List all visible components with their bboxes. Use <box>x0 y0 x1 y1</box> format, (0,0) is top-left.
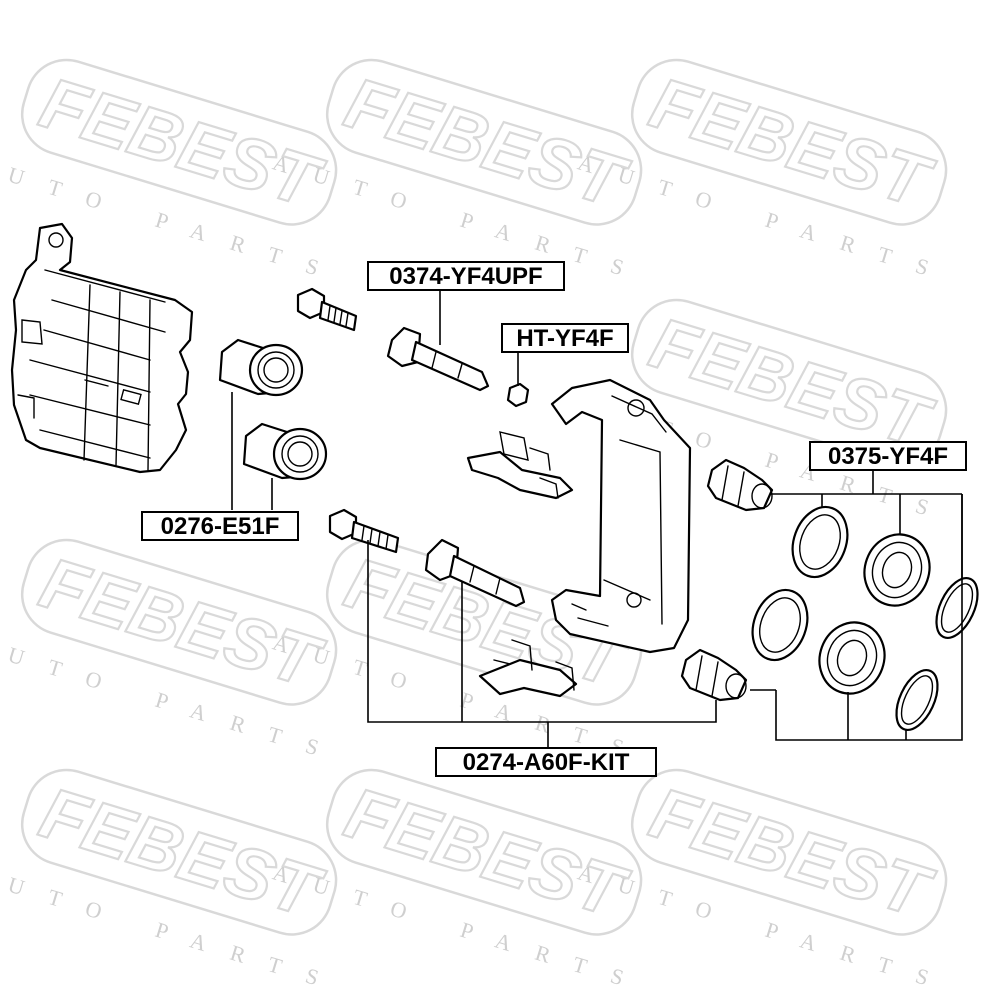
watermark-outline <box>630 298 948 466</box>
watermark-outline <box>325 58 643 226</box>
label-0276-e51f: 0276-E51F <box>141 511 299 541</box>
label-box <box>367 261 565 291</box>
label-0374-yf4upf: 0374-YF4UPF <box>367 261 565 291</box>
label-box <box>501 323 629 353</box>
boot-upper <box>706 458 774 512</box>
seal-ring-lower-left <box>751 588 809 662</box>
bleeder-cap <box>506 382 530 408</box>
watermark-outline <box>630 768 948 936</box>
watermark-tile: FEBEST AUTO PARTS <box>575 768 957 998</box>
caliper-body <box>10 222 194 474</box>
watermark-outline <box>325 768 643 936</box>
watermark-tile: FEBEST AUTO PARTS <box>575 58 957 288</box>
guide-pin-upper <box>386 326 490 392</box>
guide-pin-lower <box>424 538 526 608</box>
boot-ring-lower <box>818 621 886 695</box>
watermark-outline <box>20 58 338 226</box>
anti-rattle-clip-lower <box>478 639 578 698</box>
leader-lines <box>231 290 963 748</box>
piston-lower <box>242 422 328 481</box>
boot-lower <box>680 648 748 702</box>
label-0274-a60f-kit: 0274-A60F-KIT <box>435 747 657 777</box>
label-0375-yf4f: 0375-YF4F <box>809 441 967 471</box>
boot-ring-upper <box>863 533 931 607</box>
seal-ring-upper-left <box>791 505 849 579</box>
retaining-ring-upper <box>935 577 979 639</box>
bolt-lower <box>328 508 400 554</box>
label-hardware: HT-YF4F <box>516 325 613 352</box>
bolt-upper <box>296 287 358 332</box>
anti-rattle-clip-upper <box>466 431 574 500</box>
label-box <box>809 441 967 471</box>
watermark-outline <box>20 538 338 706</box>
watermark-outline <box>630 58 948 226</box>
label-box <box>435 747 657 777</box>
caliper-bracket <box>550 378 692 654</box>
label-pin-bolt: 0374-YF4UPF <box>389 263 542 290</box>
label-ht-yf4f: HT-YF4F <box>501 323 629 353</box>
retaining-ring-lower <box>895 669 939 731</box>
label-box <box>141 511 299 541</box>
label-repair-kit: 0375-YF4F <box>828 443 948 470</box>
watermark-outline <box>20 768 338 936</box>
label-guide-kit: 0274-A60F-KIT <box>463 749 630 776</box>
piston-upper <box>218 338 304 397</box>
label-piston: 0276-E51F <box>161 513 280 540</box>
